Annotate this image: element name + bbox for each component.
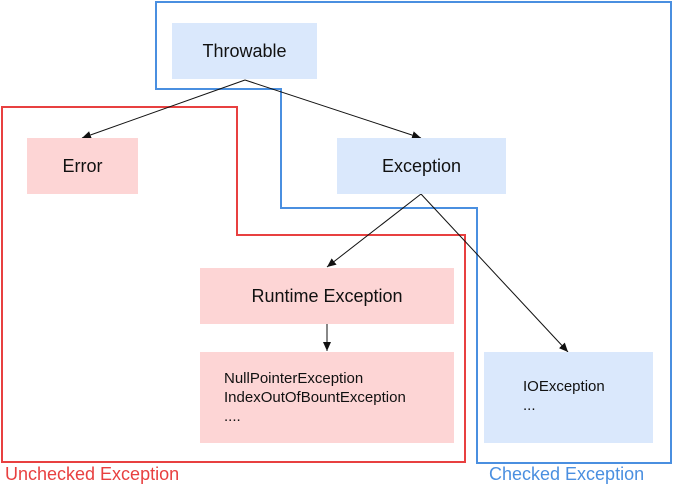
throwable-label: Throwable <box>202 40 287 61</box>
checked-exception-label: Checked Exception <box>489 464 645 484</box>
throwable-node: Throwable <box>172 23 317 79</box>
runtime-exception-subclasses-node: NullPointerException IndexOutOfBountExce… <box>200 352 454 443</box>
edge-exception-ioexception <box>420 193 569 353</box>
error-node: Error <box>27 138 138 194</box>
unchecked-exception-label: Unchecked Exception <box>5 464 180 484</box>
runtime-list-ellipsis: .... <box>224 408 241 425</box>
edge-throwable-exception <box>244 79 422 139</box>
exception-node: Exception <box>337 138 506 194</box>
io-list-ellipsis: ... <box>523 397 536 414</box>
io-exception-text: IOException <box>523 378 605 395</box>
edge-throwable-error <box>81 79 246 139</box>
error-label: Error <box>62 155 103 176</box>
checked-exception-region <box>155 1 672 464</box>
unchecked-exception-region <box>1 106 466 463</box>
io-exception-node: IOException ... <box>484 352 653 443</box>
runtime-exception-label: Runtime Exception <box>251 285 403 306</box>
null-pointer-exception-text: NullPointerException <box>224 370 364 387</box>
edge-exception-runtime <box>326 193 422 268</box>
index-out-of-bount-exception-text: IndexOutOfBountException <box>224 389 406 406</box>
runtime-exception-node: Runtime Exception <box>200 268 454 324</box>
exception-label: Exception <box>381 155 462 176</box>
